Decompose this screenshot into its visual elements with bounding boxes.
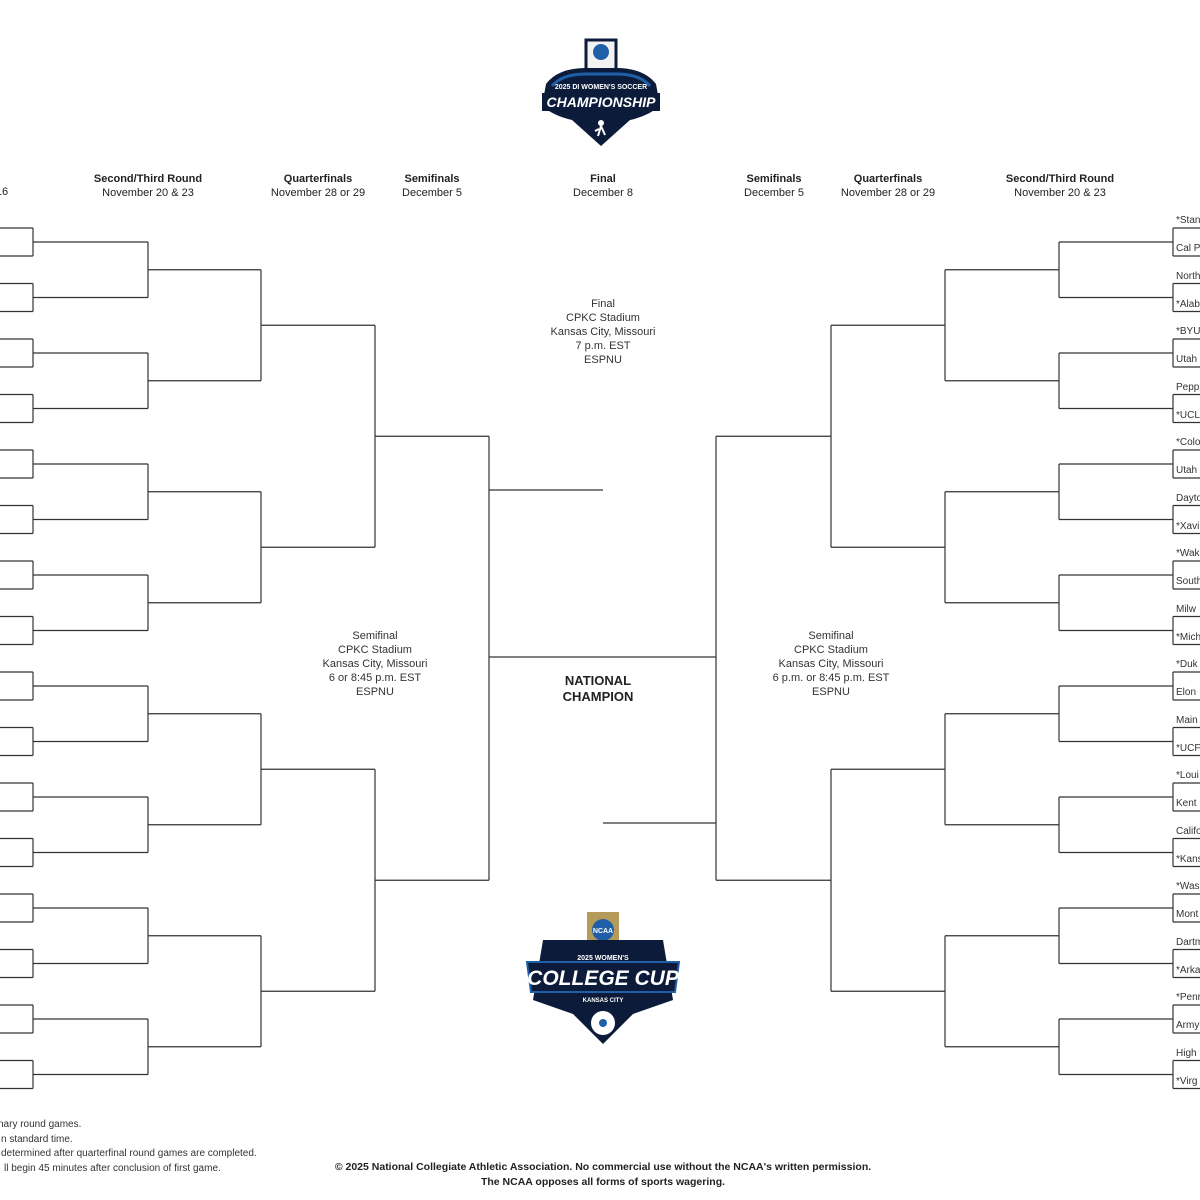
final-city: Kansas City, Missouri [550,326,656,338]
semifinal-right-info: Semifinal CPKC Stadium Kansas City, Miss… [773,629,890,699]
footnote: determined after quarterfinal round game… [1,1148,257,1159]
team-slot: South [1176,576,1200,587]
team-slot: Main [1176,714,1198,726]
team-slot: *Arka [1176,964,1200,976]
team-slot: *BYU [1176,326,1200,337]
team-slot: Milw [1176,603,1196,615]
header-date: December 8 [573,187,633,199]
final-time: 7 p.m. EST [575,340,631,352]
footnote: ll begin 45 minutes after conclusion of … [4,1162,221,1174]
header-title: Semifinals [746,173,802,185]
header-date: November 28 or 29 [840,187,936,199]
final-info: Final CPKC Stadium Kansas City, Missouri… [551,297,656,367]
team-slot: North [1176,270,1200,282]
team-slot: Elon [1176,687,1197,698]
championship-logo: 2025 DI WOMEN'S SOCCER CHAMPIONSHIP [538,38,664,150]
svg-text:NCAA: NCAA [593,928,613,935]
team-slot: *Was [1176,881,1200,892]
header-title: Quarterfinals [853,173,923,185]
team-slot: *Mich [1176,631,1200,643]
copyright-notice: © 2025 National Collegiate Athletic Asso… [335,1160,871,1190]
team-slot: *UCF [1176,742,1200,754]
team-slot: *UCL [1176,409,1200,421]
team-slot: *Wak [1176,548,1200,559]
team-slot: *Penn [1176,992,1200,1003]
team-slot: Utah [1176,465,1198,476]
team-slot: Dayto [1176,492,1200,504]
svg-text:2025 DI WOMEN'S SOCCER: 2025 DI WOMEN'S SOCCER [555,84,647,91]
semifinal-venue: CPKC Stadium [794,644,868,656]
team-slot: Dartm [1176,936,1200,948]
team-slot: Pepp [1176,381,1200,393]
semifinal-city: Kansas City, Missouri [778,658,884,670]
svg-text:KANSAS CITY: KANSAS CITY [583,998,624,1004]
header-date: December 5 [744,187,804,199]
semifinal-left-info: Semifinal CPKC Stadium Kansas City, Miss… [323,629,428,699]
team-slot: *Colo [1176,437,1200,448]
semifinal-label: Semifinal [352,630,398,642]
footnote: n standard time. [1,1133,73,1145]
team-slot: High [1176,1047,1197,1059]
semifinal-venue: CPKC Stadium [338,644,412,656]
final-network: ESPNU [584,354,622,366]
header-first-round: 16 [0,185,8,199]
team-slot: *Stan [1176,215,1200,226]
champion-line-2: CHAMPION [562,689,634,704]
champion-line-1: NATIONAL [564,673,632,688]
team-slot: Cal P [1176,243,1200,254]
wagering-notice: The NCAA opposes all forms of sports wag… [480,1176,726,1188]
semifinal-time: 6 or 8:45 p.m. EST [328,672,422,684]
footnotes: nary round games. n standard time. deter… [0,1118,257,1176]
team-slot: *Loui [1176,770,1199,781]
final-label: Final [591,298,615,310]
header-title: Semifinals [404,173,460,185]
svg-text:CHAMPIONSHIP: CHAMPIONSHIP [547,94,657,110]
header-title: Final [590,173,616,185]
team-slot: Califo [1176,825,1200,837]
semifinal-label: Semifinal [808,630,854,642]
header-date: 16 [0,186,9,198]
semifinal-time: 6 p.m. or 8:45 p.m. EST [772,672,890,684]
header-date: November 28 or 29 [270,187,366,199]
team-slot: Kent [1176,798,1197,809]
header-date: November 20 & 23 [1014,187,1106,199]
team-slot: *Virg [1176,1075,1198,1087]
copyright-line: © 2025 National Collegiate Athletic Asso… [334,1161,872,1173]
semifinal-city: Kansas City, Missouri [322,658,428,670]
semifinal-network: ESPNU [356,686,394,698]
team-slot: *Alab [1176,298,1200,310]
header-title: Second/Third Round [93,173,203,185]
team-slot: *Xavi [1176,520,1200,532]
final-venue: CPKC Stadium [566,312,640,324]
team-slot: Mont [1176,909,1199,920]
team-slot: Army [1176,1020,1200,1031]
header-date: November 20 & 23 [102,187,194,199]
team-slot: Utah [1176,354,1198,365]
national-champion-label: NATIONAL CHAMPION [563,673,634,705]
svg-text:COLLEGE CUP: COLLEGE CUP [527,967,680,990]
team-slot: *Duk [1176,659,1198,670]
college-cup-logo: NCAA 2025 WOMEN'S COLLEGE CUP KANSAS CIT… [523,910,683,1048]
header-title: Second/Third Round [1005,173,1115,185]
header-title: Quarterfinals [283,173,353,185]
semifinal-network: ESPNU [812,686,850,698]
footnote: nary round games. [0,1119,82,1130]
team-slot: *Kans [1176,853,1200,865]
header-date: December 5 [402,187,462,199]
svg-text:2025 WOMEN'S: 2025 WOMEN'S [577,955,629,962]
